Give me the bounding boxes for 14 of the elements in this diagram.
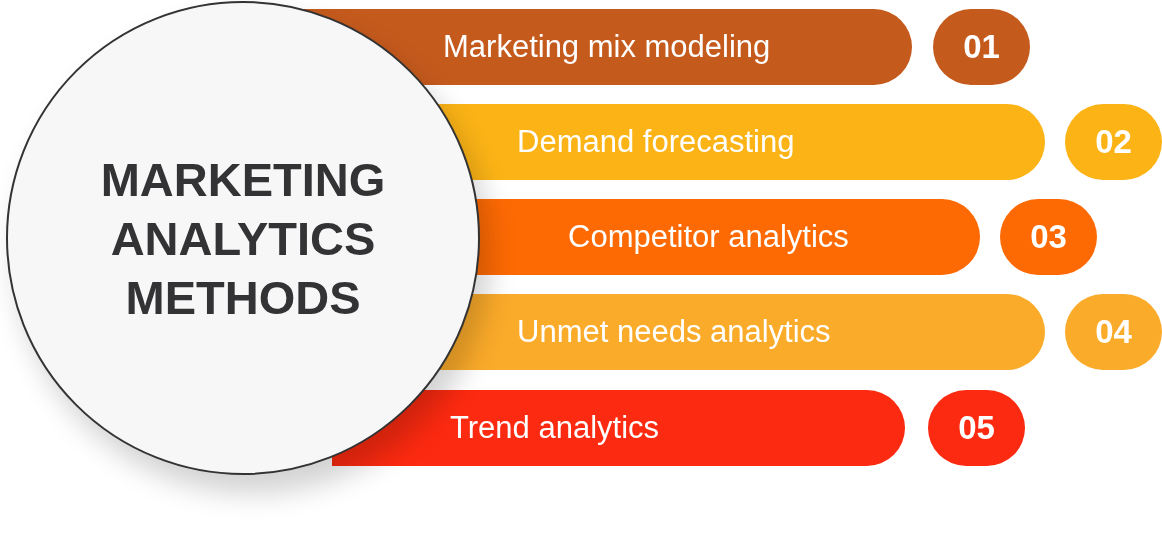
method-label: Competitor analytics [568,219,849,255]
number-pill [1065,294,1162,370]
method-label: Unmet needs analytics [517,314,831,350]
method-label: Demand forecasting [517,124,795,160]
title-text: MARKETING ANALYTICS METHODS [99,151,387,326]
step-number: 04 [1095,313,1132,351]
method-label: Marketing mix modeling [443,29,771,65]
method-label: Trend analytics [450,410,660,446]
step-number: 01 [963,28,1000,66]
step-number: 02 [1095,123,1132,161]
step-number: 05 [958,409,995,447]
step-number: 03 [1030,218,1067,256]
number-pill [1065,104,1162,180]
method-bar [476,199,980,275]
